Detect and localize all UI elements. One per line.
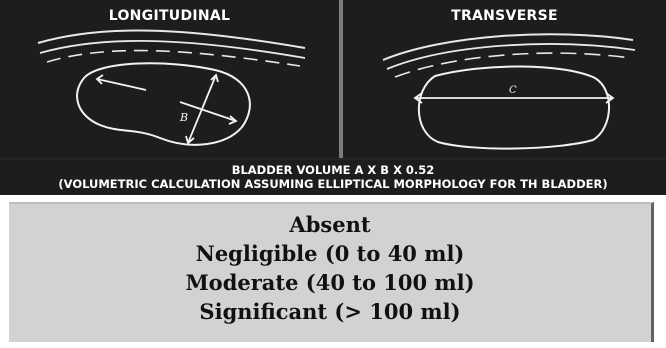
bladder-outline-transverse bbox=[419, 66, 609, 148]
grade-significant: Significant (> 100 ml) bbox=[9, 297, 651, 326]
residual-volume-grades: Absent Negligible (0 to 40 ml) Moderate … bbox=[9, 202, 654, 342]
volume-caption: BLADDER VOLUME A X B X 0.52 (VOLUMETRIC … bbox=[0, 160, 666, 195]
ultrasound-figure: B LONGITUDINAL C TRANSVERSE BLADDER VOLU… bbox=[0, 0, 666, 195]
grade-negligible: Negligible (0 to 40 ml) bbox=[9, 239, 651, 268]
grade-moderate: Moderate (40 to 100 ml) bbox=[9, 268, 651, 297]
longitudinal-title: LONGITUDINAL bbox=[0, 8, 339, 24]
volume-note: (VOLUMETRIC CALCULATION ASSUMING ELLIPTI… bbox=[0, 177, 666, 191]
dimension-c-label: C bbox=[509, 85, 517, 96]
volume-formula: BLADDER VOLUME A X B X 0.52 bbox=[0, 160, 666, 177]
grade-absent: Absent bbox=[9, 204, 651, 239]
transverse-panel: C TRANSVERSE bbox=[343, 0, 666, 158]
dimension-a-arrow bbox=[97, 79, 146, 90]
transverse-title: TRANSVERSE bbox=[343, 8, 666, 24]
dimension-b-label: B bbox=[179, 111, 188, 124]
longitudinal-panel: B LONGITUDINAL bbox=[0, 0, 339, 158]
dimension-b-arrow bbox=[188, 75, 216, 143]
